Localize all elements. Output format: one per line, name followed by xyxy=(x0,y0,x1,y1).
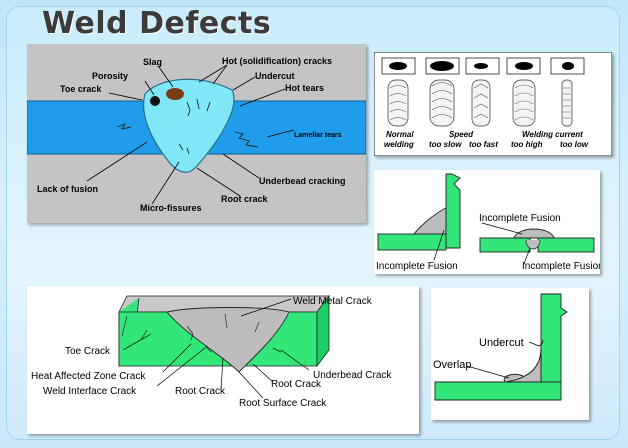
weld-crack-types-diagram: Weld Metal Crack Toe Crack Heat Affected… xyxy=(27,286,419,434)
label-lack-of-fusion: Lack of fusion xyxy=(37,184,98,194)
incomplete-fusion-diagram: Incomplete Fusion Incomplete Fusion Inco… xyxy=(374,170,600,274)
label-weld-interface-crack: Weld Interface Crack xyxy=(43,386,137,397)
label-hot-tears: Hot tears xyxy=(285,83,324,93)
caption-4-line2: too high xyxy=(511,140,543,149)
caption-3-line2: too fast xyxy=(469,140,498,149)
label-underbead-cracking: Underbead cracking xyxy=(259,176,346,186)
label-haz-crack: Heat Affected Zone Crack xyxy=(31,371,146,382)
caption-2-line1: Speed xyxy=(449,130,474,139)
weld-cross-section-diagram: Slag Hot (solidification) cracks Porosit… xyxy=(27,44,366,223)
label-incomplete-fusion-right: Incomplete Fusion xyxy=(522,261,600,272)
label-hot-cracks: Hot (solidification) cracks xyxy=(222,56,332,66)
label-porosity: Porosity xyxy=(92,71,128,81)
weld-bead-appearance-diagram: Normal welding Speed too slow too fast W… xyxy=(374,52,612,156)
label-root-crack-2: Root Crack xyxy=(271,379,322,390)
label-lamellar-tears: Lamellar tears xyxy=(294,132,342,139)
label-undercut: Undercut xyxy=(479,337,524,349)
label-toe-crack: Toe crack xyxy=(60,84,102,94)
caption-5-line2: too low xyxy=(560,140,589,149)
caption-4-line1: Welding current xyxy=(522,130,583,139)
label-slag: Slag xyxy=(143,57,162,67)
undercut-overlap-diagram: Undercut Overlap xyxy=(431,288,589,420)
caption-1-line1: Normal xyxy=(386,130,414,139)
label-root-crack-1: Root Crack xyxy=(175,386,226,397)
label-overlap: Overlap xyxy=(433,359,472,371)
label-incomplete-fusion-top: Incomplete Fusion xyxy=(479,213,561,224)
label-root-crack: Root crack xyxy=(221,194,269,204)
label-root-surface-crack: Root Surface Crack xyxy=(239,398,327,409)
label-micro-fissures: Micro-fissures xyxy=(140,203,202,213)
label-undercut: Undercut xyxy=(255,71,295,81)
page-title: Weld Defects xyxy=(42,6,272,41)
caption-1-line2: welding xyxy=(384,140,414,149)
label-weld-metal-crack: Weld Metal Crack xyxy=(293,296,373,307)
label-underbead-crack: Underbead Crack xyxy=(313,370,392,381)
label-toe-crack: Toe Crack xyxy=(65,346,111,357)
label-incomplete-fusion-left: Incomplete Fusion xyxy=(376,261,458,272)
caption-2-line2: too slow xyxy=(429,140,462,149)
